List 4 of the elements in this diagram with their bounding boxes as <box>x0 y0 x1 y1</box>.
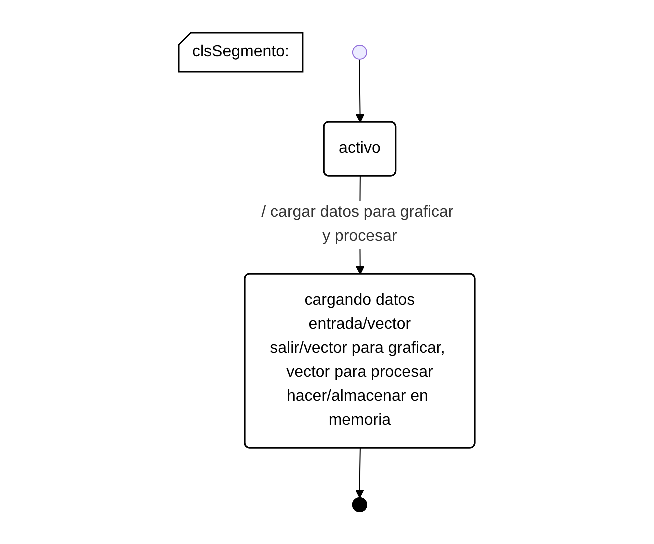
edge-label: / cargar datos para graficar y procesar <box>262 204 454 244</box>
arrow <box>356 58 365 122</box>
node-circle <box>352 44 368 60</box>
arrow <box>356 448 364 498</box>
